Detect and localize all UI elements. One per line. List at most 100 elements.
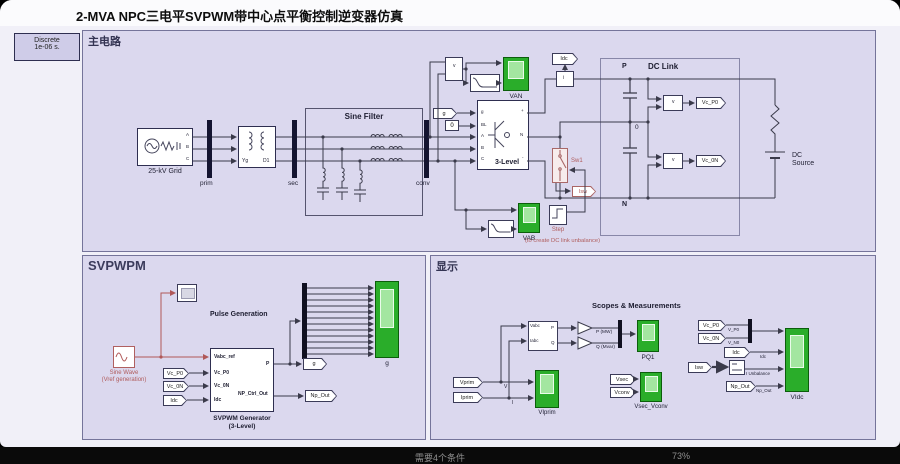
from-tag-g[interactable]: g — [433, 108, 457, 119]
scope-pq1[interactable] — [637, 320, 659, 352]
pulse-generation-label: Pulse Generation — [210, 311, 268, 318]
from-tag-iprim[interactable]: Iprim — [453, 392, 483, 403]
bridge-port-c: C — [481, 156, 485, 161]
goto-tag-idc[interactable]: Idc — [552, 53, 578, 65]
from-tag-vc-0n[interactable]: Vc_0N — [163, 381, 189, 392]
line-label-idc: Idc — [760, 354, 767, 359]
rail-p-label: P — [622, 63, 627, 70]
bridge-port-minus: - — [522, 155, 524, 160]
scope-screen — [522, 206, 536, 223]
from-tag-vprim[interactable]: Vprim — [453, 377, 483, 388]
bridge-port-g: g — [481, 109, 484, 114]
line-label-i-unbalance: I Unbalance — [746, 371, 771, 376]
footer-bar — [0, 447, 900, 464]
goto-tag-isw[interactable]: Isw — [572, 186, 596, 197]
scope-screen — [539, 374, 555, 395]
gen-port-vc-0n: Vc_0N — [214, 383, 230, 389]
discrete-line2: 1e-06 s. — [34, 44, 60, 51]
section-svpwm-label: SVPWPM — [88, 258, 146, 273]
from-tag-vc-0n-2[interactable]: Vc_0N — [698, 333, 726, 344]
dc-link-area — [600, 58, 740, 236]
breaker-sw1-label: Sw1 — [571, 158, 583, 164]
bus-prim[interactable] — [207, 120, 212, 178]
bus-conv[interactable] — [424, 120, 429, 178]
scope-pq1-label: PQ1 — [641, 354, 655, 361]
discrete-line1: Discrete — [34, 37, 60, 44]
gain-q-label: -K- — [580, 340, 586, 345]
footer-progress: 73% — [672, 451, 691, 461]
vref-scope-block[interactable] — [177, 284, 197, 302]
scope-g[interactable] — [375, 281, 399, 358]
sine-filter-area — [305, 108, 423, 216]
scopes-measurements-label: Scopes & Measurements — [592, 301, 681, 310]
from-tag-vc-p0[interactable]: Vc_P0 — [163, 368, 189, 379]
bridge-port-a: A — [481, 133, 485, 138]
transformer-yg-label: Yg — [242, 158, 249, 164]
title-bar — [0, 0, 900, 26]
power-port-p: P — [551, 325, 555, 330]
from-tag-isw[interactable]: Isw — [688, 362, 712, 373]
from-tag-np-out[interactable]: Np_Out — [726, 381, 756, 392]
scope-viprim-label: VIprim — [538, 410, 556, 416]
scope-vsec-vconv[interactable] — [640, 372, 662, 402]
scope-van-label: VAN — [509, 93, 523, 100]
section-display-label: 显示 — [436, 261, 458, 273]
model-title: 2-MVA NPC三电平SVPWM带中心点平衡控制逆变器仿真 — [76, 9, 404, 24]
scope-screen — [641, 323, 655, 341]
from-tag-vsec[interactable]: Vsec — [610, 374, 636, 385]
bus-prim-label: prim — [200, 180, 213, 187]
sine-wave-block[interactable] — [113, 346, 135, 368]
step-block[interactable] — [549, 205, 567, 225]
gen-port-vabc-ref: Vabc_ref — [214, 354, 235, 360]
bus-sec[interactable] — [292, 120, 297, 178]
bridge-port-b: B — [481, 145, 485, 150]
scope-screen — [181, 288, 195, 299]
power-port-q: Q — [551, 340, 555, 345]
discrete-solver-block[interactable]: Discrete 1e-06 s. — [14, 33, 80, 61]
goto-tag-vc-0n[interactable]: Vc_0N — [696, 155, 726, 167]
bridge-port-n: N — [520, 132, 524, 137]
line-label-v-p0: V_P0 — [728, 327, 740, 332]
dc-link-label: DC Link — [648, 62, 679, 71]
from-tag-vconv[interactable]: Vconv — [610, 387, 636, 398]
grid-port-c: C — [186, 156, 190, 161]
mux-pq[interactable] — [618, 320, 622, 348]
scope-vidc[interactable] — [785, 328, 809, 392]
step-caption: (to create DC link unbalance) — [524, 238, 601, 244]
demux-bar[interactable] — [302, 283, 307, 359]
q-mvar-label: Q (Mvar) — [596, 345, 615, 350]
selector-block[interactable] — [729, 360, 745, 375]
goto-tag-np-out[interactable]: Np_Out — [305, 390, 337, 402]
scope-vab[interactable] — [518, 203, 540, 233]
sine-filter-label: Sine Filter — [344, 112, 384, 121]
goto-tag-vc-p0[interactable]: Vc_P0 — [696, 97, 726, 109]
breaker-sw1-block[interactable] — [552, 148, 568, 183]
vc0n-meas-v: v — [672, 157, 675, 163]
section-main-label: 主电路 — [88, 36, 121, 48]
current-measurement-idc[interactable] — [556, 71, 574, 87]
transformer-d1-label: D1 — [263, 158, 270, 164]
bus-conv-label: conv — [416, 180, 430, 187]
bus-sec-label: sec — [288, 180, 299, 187]
svpwm-generator-block[interactable] — [210, 348, 274, 412]
mux-vdc[interactable] — [748, 319, 752, 343]
bridge-port-bl: BL — [481, 122, 487, 127]
line-label-v-n0: V_N0 — [728, 340, 740, 345]
p-mw-label: P (MW) — [596, 330, 613, 335]
scope-van[interactable] — [503, 57, 529, 91]
filter-block-van[interactable] — [470, 74, 500, 92]
grid-source-block[interactable] — [137, 128, 193, 166]
from-tag-vc-p0-2[interactable]: Vc_P0 — [698, 320, 726, 331]
goto-tag-g[interactable]: g — [303, 358, 327, 370]
voltage-measurement-van[interactable] — [445, 57, 463, 81]
constant-zero-block[interactable]: 0 — [445, 120, 459, 131]
gen-port-vc-p0: Vc_P0 — [214, 370, 230, 376]
from-tag-idc[interactable]: Idc — [163, 395, 187, 406]
scope-vidc-label: VIdc — [790, 394, 804, 401]
filter-block-vab[interactable] — [488, 220, 514, 238]
rail-n-label: N — [622, 201, 628, 208]
from-tag-idc-2[interactable]: Idc — [724, 347, 750, 358]
line-label-v: V — [504, 384, 508, 390]
power-measurement-block[interactable] — [528, 321, 558, 351]
scope-viprim[interactable] — [535, 370, 559, 408]
